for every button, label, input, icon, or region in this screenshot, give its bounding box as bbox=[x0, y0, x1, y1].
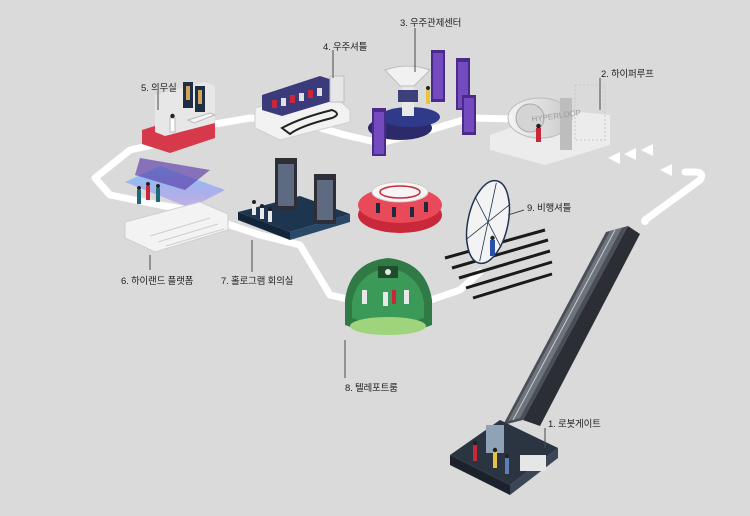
medical-room bbox=[142, 82, 217, 153]
label-robot-gate: 1. 로봇게이트 bbox=[548, 419, 601, 430]
route-start-dot bbox=[641, 217, 649, 225]
hologram-meeting-room bbox=[238, 158, 350, 240]
space-control-center bbox=[368, 50, 476, 156]
label-flight-shuttle: 9. 비행셔틀 bbox=[527, 203, 572, 214]
label-hologram-meeting-room: 7. 홀로그램 회의실 bbox=[221, 276, 294, 287]
label-medical-room: 5. 의무실 bbox=[141, 83, 177, 94]
round-stage bbox=[358, 181, 442, 233]
label-highland-platform: 6. 하이랜드 플랫폼 bbox=[121, 276, 194, 287]
escalator bbox=[503, 226, 640, 426]
label-space-shuttle: 4. 우주셔틀 bbox=[323, 42, 368, 53]
label-space-control-center: 3. 우주관제센터 bbox=[400, 18, 462, 29]
robot-gate-room bbox=[450, 420, 558, 495]
highland-platform bbox=[124, 158, 229, 253]
flight-shuttle bbox=[444, 179, 553, 300]
hyperloop-station: HYPERLOOP bbox=[490, 84, 610, 165]
space-shuttle bbox=[254, 75, 351, 141]
direction-arrows bbox=[608, 144, 672, 176]
label-teleport-room: 8. 텔레포트룸 bbox=[345, 383, 398, 394]
teleport-room bbox=[345, 258, 432, 335]
label-hyperloop: 2. 하이퍼루프 bbox=[601, 69, 654, 80]
label-leaders bbox=[149, 28, 601, 448]
